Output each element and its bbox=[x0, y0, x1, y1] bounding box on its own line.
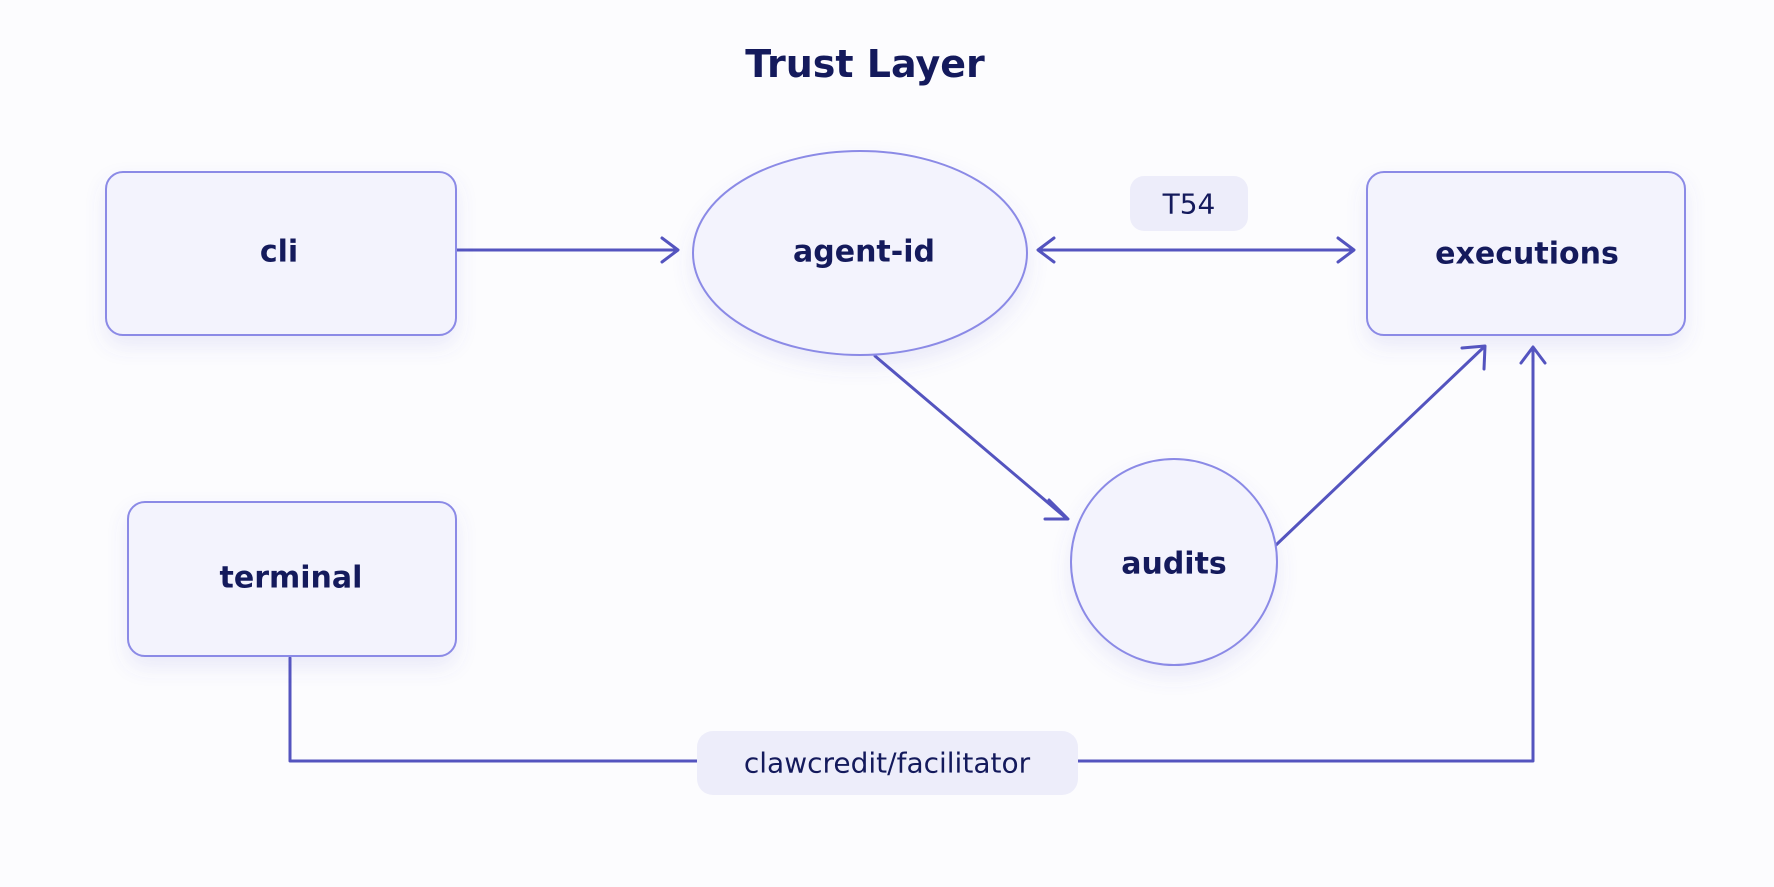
node-terminal: terminal bbox=[127, 501, 457, 657]
nodes: cli agent-id executions terminal audits bbox=[105, 150, 1686, 666]
arrowhead-icon bbox=[1036, 236, 1056, 264]
arrowhead-icon bbox=[1336, 236, 1356, 264]
diagram-title: Trust Layer bbox=[745, 42, 985, 86]
edge-labels: T54 clawcredit/facilitator bbox=[697, 176, 1248, 795]
node-label-terminal: terminal bbox=[220, 561, 363, 596]
edge-label-t54-text: T54 bbox=[1162, 188, 1216, 221]
node-executions: executions bbox=[1366, 171, 1686, 336]
node-cli: cli bbox=[105, 171, 457, 336]
edge-agent-id-to-executions bbox=[1036, 236, 1356, 264]
node-agent-id: agent-id bbox=[692, 150, 1028, 356]
edge-label-t54: T54 bbox=[1130, 176, 1248, 231]
arrowhead-icon bbox=[660, 236, 680, 264]
edge-label-clawcredit-facilitator: clawcredit/facilitator bbox=[697, 731, 1078, 795]
node-label-agent-id: agent-id bbox=[793, 235, 935, 270]
edge-cli-to-agent-id bbox=[455, 236, 680, 264]
node-label-cli: cli bbox=[260, 235, 298, 270]
edge-terminal-to-executions bbox=[288, 345, 1547, 763]
arrowhead-icon bbox=[1519, 345, 1547, 365]
edge-agent-id-to-audits bbox=[873, 354, 1070, 521]
edge-label-clawcredit-facilitator-text: clawcredit/facilitator bbox=[744, 747, 1031, 780]
node-label-audits: audits bbox=[1121, 547, 1227, 582]
arrowhead-icon bbox=[1043, 498, 1070, 521]
node-label-executions: executions bbox=[1435, 237, 1619, 272]
edge-audits-to-executions bbox=[1274, 344, 1487, 547]
node-audits: audits bbox=[1070, 458, 1278, 666]
arrowhead-icon bbox=[1460, 344, 1487, 371]
